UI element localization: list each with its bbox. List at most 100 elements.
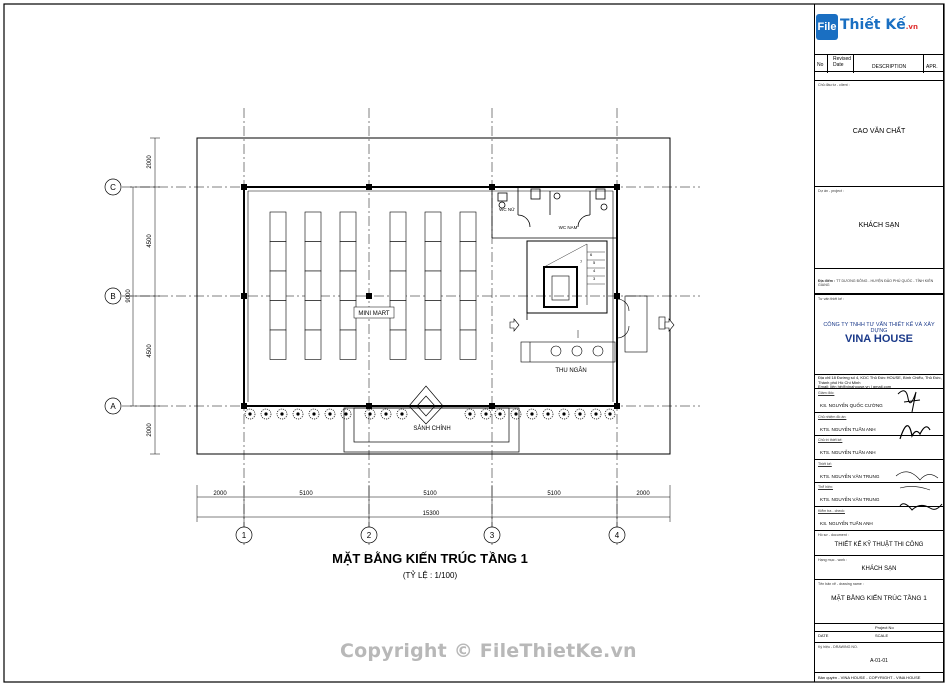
planter-center <box>264 412 268 416</box>
thu-ngan-label: THU NGÂN <box>555 367 586 374</box>
axis-1: 1 <box>242 531 247 540</box>
left-dimensions <box>130 137 160 455</box>
planter-center <box>368 412 372 416</box>
planter-center <box>468 412 472 416</box>
copyright-watermark: Copyright © FileThietKe.vn <box>340 640 637 662</box>
planter-center <box>562 412 566 416</box>
axis-c: C <box>110 183 116 192</box>
planter <box>260 408 272 420</box>
shelf <box>339 329 357 360</box>
role-title: Kiểm tra - check: <box>818 508 845 513</box>
signature-1 <box>897 390 921 413</box>
role-row: Thiết kế: KTS. NGUYỄN VĂN TRUNG <box>815 458 943 483</box>
room-labels: MINI MART WC NỮ WC NAM THU NGÂN SẢNH CHÍ… <box>353 206 587 432</box>
consultant-cell: Tư vấn thiết kế : CÔNG TY TNHH TƯ VẤN TH… <box>815 294 943 374</box>
role-title: Thiết kế: <box>818 461 832 466</box>
company-name: VINA HOUSE <box>844 333 914 345</box>
shelf <box>339 211 357 242</box>
planter-center <box>594 412 598 416</box>
shelf <box>389 241 407 272</box>
axis-labels: 1 2 3 4 C B A <box>110 183 620 540</box>
toilet-block <box>491 187 617 239</box>
wc-nu-label: WC NỮ <box>499 206 515 212</box>
planter-center <box>400 412 404 416</box>
planter <box>526 408 538 420</box>
shelf <box>269 270 287 301</box>
planter <box>604 408 616 420</box>
planter-center <box>578 412 582 416</box>
planter <box>292 408 304 420</box>
shelf <box>269 300 287 331</box>
role-row: Kiểm tra - check:KS. NGUYỄN TUẤN ANH <box>815 505 943 530</box>
document-name: THIẾT KẾ KỸ THUẬT THI CÔNG <box>834 542 924 548</box>
planter <box>308 408 320 420</box>
planter-center <box>384 412 388 416</box>
shelf <box>304 300 322 331</box>
logo-badge: File <box>816 14 838 40</box>
planter-center <box>248 412 252 416</box>
planter <box>364 408 376 420</box>
planter-center <box>498 412 502 416</box>
planters <box>244 408 616 420</box>
axis-bubbles <box>104 178 626 544</box>
shelf <box>269 241 287 272</box>
address-cell: Địa điểm : TT DƯƠNG ĐÔNG - HUYỆN ĐẢO PHÚ… <box>815 268 943 294</box>
role-title: Chủ trì thiết kế: <box>818 438 843 442</box>
role-person: KTS. NGUYỄN VĂN TRUNG <box>820 473 880 479</box>
shelf <box>459 270 477 301</box>
svg-text:4500: 4500 <box>147 234 153 248</box>
svg-text:5100: 5100 <box>423 491 437 497</box>
svg-text:6: 6 <box>590 252 593 257</box>
main-entrance <box>343 385 520 453</box>
signatures <box>895 390 943 511</box>
shelf <box>424 211 442 242</box>
svg-text:9000: 9000 <box>126 289 132 303</box>
shelf <box>459 241 477 272</box>
planter <box>276 408 288 420</box>
role-row: Chủ nhiệm đồ án:KTS. NGUYỄN TUẤN ANH <box>815 411 943 436</box>
planter-center <box>546 412 550 416</box>
svg-text:15300: 15300 <box>423 511 440 517</box>
role-title: Giám đốc: <box>818 391 835 395</box>
stair-numbers: 7 6 5 4 3 <box>580 252 596 281</box>
shelf <box>304 241 322 272</box>
shelf <box>389 329 407 360</box>
wc-nam-label: WC NAM <box>559 225 578 230</box>
planter <box>574 408 586 420</box>
role-person: KTS. NGUYỄN TUẤN ANH <box>820 450 876 455</box>
planter <box>380 408 392 420</box>
axis-2: 2 <box>367 531 372 540</box>
planter <box>324 408 336 420</box>
shelf <box>424 329 442 360</box>
svg-text:4500: 4500 <box>147 344 153 358</box>
shelf <box>424 270 442 301</box>
role-person: KS. NGUYỄN QUỐC CƯỜNG <box>820 403 883 408</box>
shelf <box>389 270 407 301</box>
shelf <box>424 241 442 272</box>
planter-center <box>514 412 518 416</box>
axis-a: A <box>110 402 116 411</box>
mini-mart-label: MINI MART <box>358 311 390 317</box>
sheet-frame <box>3 3 945 683</box>
svg-text:5100: 5100 <box>547 491 561 497</box>
copyright-footer: Bản quyền - VINA HOUSE - COPYRIGHT - VIN… <box>815 672 943 682</box>
shelf <box>459 300 477 331</box>
role-row: Giám đốc: KS. NGUYỄN QUỐC CƯỜNG <box>815 388 943 412</box>
planter <box>558 408 570 420</box>
shelf <box>304 329 322 360</box>
planter-center <box>312 412 316 416</box>
date-row: DATE SCALE <box>815 631 943 639</box>
drawing-no-cell: Ký hiệu - DRAWING NO. A-01-01 <box>815 642 943 672</box>
planter-center <box>608 412 612 416</box>
planter <box>542 408 554 420</box>
svg-text:2000: 2000 <box>636 491 650 497</box>
role-title: Thể hiện: <box>818 485 833 489</box>
bottom-dimension-text: 2000 5100 5100 5100 2000 15300 <box>213 491 650 517</box>
project-cell: Dự án - project : KHÁCH SẠN <box>815 186 943 264</box>
planter-center <box>280 412 284 416</box>
site-logo: File Thiết Kế.vn <box>816 8 926 42</box>
svg-text:2000: 2000 <box>213 491 227 497</box>
svg-text:7: 7 <box>580 259 583 264</box>
